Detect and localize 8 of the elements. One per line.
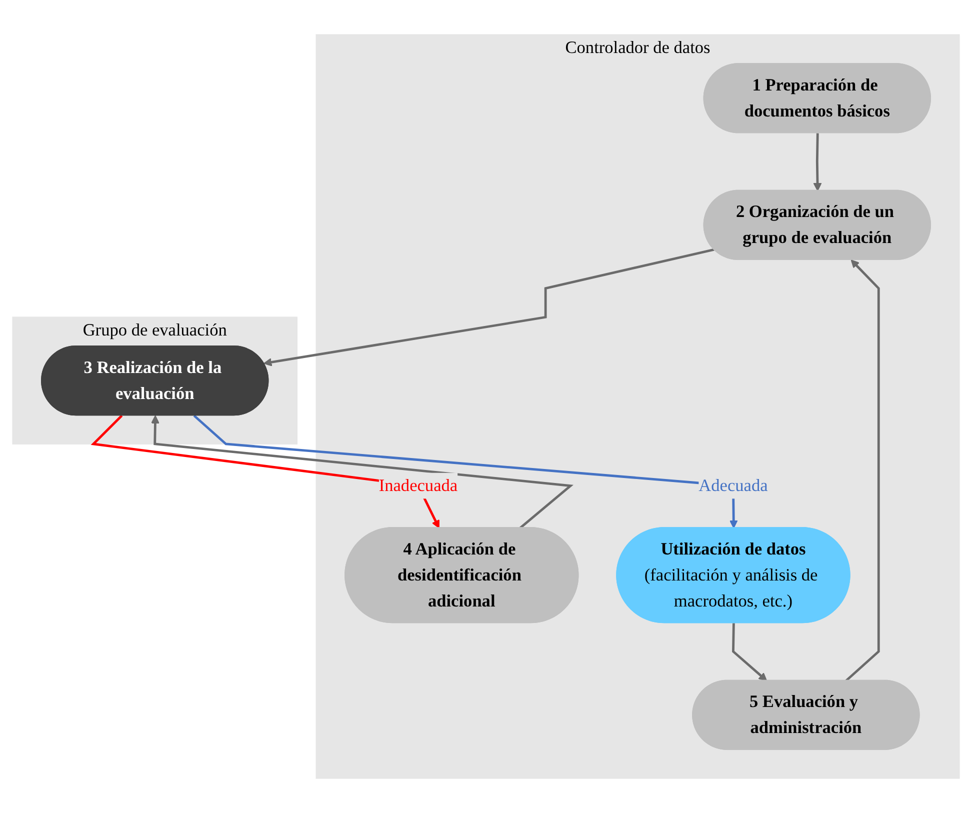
edge-label: Adecuada bbox=[698, 476, 768, 495]
edge-label: Inadecuada bbox=[378, 476, 458, 495]
arrow bbox=[845, 260, 880, 682]
arrow bbox=[732, 623, 768, 682]
arrow bbox=[813, 133, 822, 192]
arrow bbox=[150, 415, 574, 529]
arrow bbox=[193, 414, 738, 528]
arrow bbox=[263, 248, 714, 366]
